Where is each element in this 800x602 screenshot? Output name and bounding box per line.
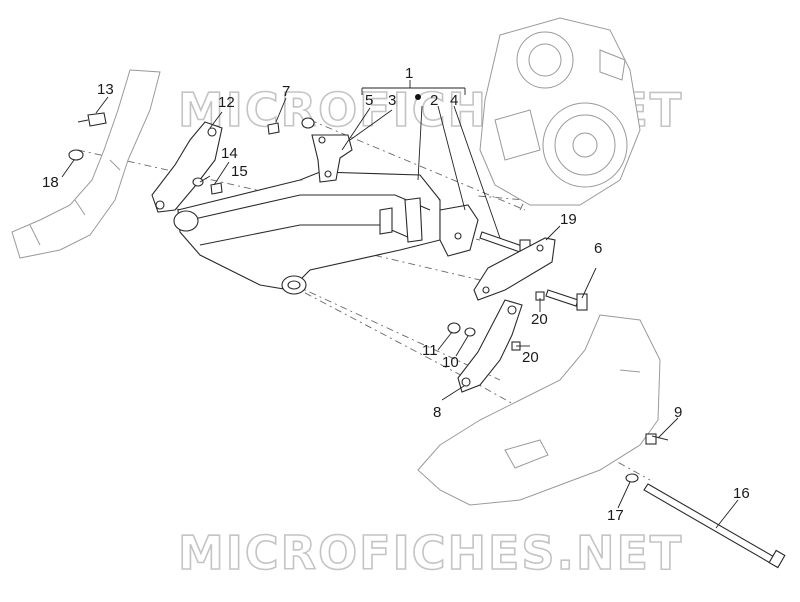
callout-20-lower: 20: [522, 349, 539, 366]
long-pin-16: [643, 483, 786, 569]
engine-assembly: [479, 17, 641, 206]
callout-14: 14: [221, 145, 238, 162]
hardware-top-left: [68, 112, 315, 195]
group-1-dot: [415, 94, 421, 100]
callout-15: 15: [231, 163, 248, 180]
hardware-10-11: [447, 322, 476, 337]
plate-2: [439, 204, 479, 257]
callout-8: 8: [433, 404, 441, 421]
callout-9: 9: [674, 404, 682, 421]
callout-7: 7: [282, 83, 290, 100]
group-1-bracket: [361, 80, 466, 100]
callout-1: 1: [405, 65, 413, 82]
callout-4: 4: [450, 92, 458, 109]
bolt-9: [645, 433, 669, 445]
callout-16: 16: [733, 485, 750, 502]
bolt-6: [545, 289, 588, 311]
callout-11: 11: [422, 342, 438, 359]
long-bolt: [479, 231, 531, 253]
watermark-bottom: MICROFICHES.NET: [178, 526, 683, 580]
callout-12: 12: [218, 94, 235, 111]
washer-17: [625, 473, 639, 483]
callout-10: 10: [442, 354, 459, 371]
callout-5: 5: [365, 92, 373, 109]
callout-2: 2: [430, 92, 438, 109]
callout-17: 17: [607, 507, 624, 524]
bracket-8: [457, 299, 523, 393]
link-plate: [311, 134, 353, 183]
callout-19: 19: [560, 211, 577, 228]
callout-13: 13: [97, 81, 114, 98]
callout-18: 18: [42, 174, 59, 191]
callout-20-upper: 20: [531, 311, 548, 328]
rear-frame-section: [417, 314, 661, 506]
left-frame-section: [11, 69, 161, 259]
bracket-19: [473, 237, 556, 301]
callout-6: 6: [594, 240, 602, 257]
callout-3: 3: [388, 92, 396, 109]
bracket-12: [151, 121, 223, 213]
leader-lines: [61, 96, 739, 529]
